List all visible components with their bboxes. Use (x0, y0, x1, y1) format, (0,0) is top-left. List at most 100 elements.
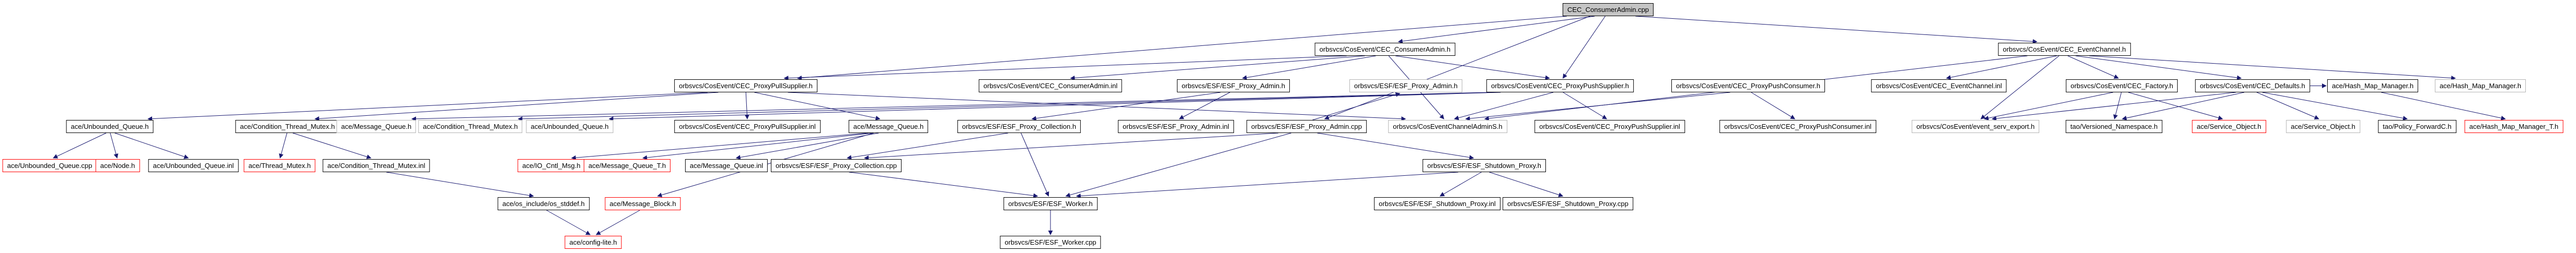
include-edge (110, 132, 119, 159)
include-node[interactable]: orbsvcs/ESF/ESF_Proxy_Collection.h (957, 120, 1081, 133)
include-node[interactable]: ace/Service_Object.h (2286, 120, 2360, 133)
include-node[interactable]: orbsvcs/CosEvent/CEC_ProxyPushSupplier.i… (1534, 120, 1685, 133)
include-node[interactable]: orbsvcs/ESF/ESF_Worker.cpp (1000, 236, 1101, 249)
include-edge (2067, 55, 2119, 79)
include-edge (2075, 55, 2242, 80)
include-node[interactable]: ace/Node.h (95, 159, 140, 172)
include-edge (1439, 172, 1482, 197)
include-edge (1991, 92, 2236, 121)
include-edge (517, 92, 1495, 122)
include-node[interactable]: ace/Unbounded_Queue.inl (148, 159, 239, 172)
include-node[interactable]: orbsvcs/CosEvent/CEC_Factory.h (2065, 79, 2178, 92)
include-edge (1946, 55, 2057, 80)
include-edge (1395, 55, 1550, 80)
include-edge (1563, 16, 1605, 79)
include-edge (1980, 55, 2060, 119)
include-edge (1751, 92, 1796, 119)
include-node[interactable]: ace/Message_Queue_T.h (583, 159, 671, 172)
include-node[interactable]: ace/Condition_Thread_Mutex.h (418, 120, 523, 133)
include-node[interactable]: orbsvcs/ESF/ESF_Shutdown_Proxy.cpp (1503, 197, 1633, 210)
include-edge (849, 172, 1038, 198)
include-node[interactable]: ace/Hash_Map_Manager.h (2327, 79, 2419, 92)
include-edge (2256, 92, 2319, 119)
include-node[interactable]: tao/Versioned_Namespace.h (2065, 120, 2163, 133)
include-edge (1076, 172, 1459, 198)
include-node[interactable]: ace/Condition_Thread_Mutex.h (235, 120, 340, 133)
include-edge (2113, 92, 2122, 119)
include-node[interactable]: ace/config-lite.h (564, 236, 622, 249)
include-edge (1397, 16, 1595, 44)
include-node[interactable]: orbsvcs/CosEventChannelAdminS.h (1388, 120, 1507, 133)
include-edge (642, 132, 873, 160)
include-edge (1983, 92, 2113, 121)
include-node[interactable]: ace/Service_Object.h (2192, 120, 2266, 133)
include-node[interactable]: tao/Policy_ForwardC.h (2378, 120, 2456, 133)
include-edge (314, 92, 719, 121)
include-node[interactable]: orbsvcs/CosEvent/CEC_Defaults.h (2195, 79, 2310, 92)
include-node[interactable]: ace/Message_Queue.h (336, 120, 417, 133)
include-edge (53, 132, 107, 159)
include-node[interactable]: ace/Unbounded_Queue.h (66, 120, 154, 133)
include-edge (1070, 55, 1365, 80)
include-node[interactable]: ace/Unbounded_Queue.cpp (2, 159, 97, 172)
include-edge (1031, 92, 1221, 121)
include-edge (1021, 132, 1049, 197)
include-edge (1312, 92, 1401, 121)
include-node[interactable]: ace/Hash_Map_Manager_T.h (2464, 120, 2563, 133)
include-edge (293, 132, 372, 159)
include-node[interactable]: orbsvcs/CosEvent/event_serv_export.h (1911, 120, 2040, 133)
include-node[interactable]: ace/Unbounded_Queue.h (526, 120, 614, 133)
include-node[interactable]: orbsvcs/CosEvent/CEC_ProxyPullSupplier.i… (674, 120, 821, 133)
include-edge (797, 16, 1567, 80)
include-node[interactable]: ace/os_include/os_stddef.h (498, 197, 590, 210)
include-edge (1179, 92, 1230, 119)
include-edge (1065, 132, 1291, 198)
include-edge (754, 92, 881, 121)
include-node[interactable]: orbsvcs/ESF/ESF_Proxy_Admin.cpp (1246, 120, 1367, 133)
include-node[interactable]: orbsvcs/CosEvent/CEC_ProxyPushSupplier.h (1486, 79, 1634, 92)
include-edge (595, 210, 640, 235)
include-edge (2262, 92, 2408, 121)
include-edge (2122, 92, 2245, 121)
include-edge (788, 92, 1406, 122)
include-edge (546, 210, 591, 235)
include-node[interactable]: orbsvcs/ESF/ESF_Proxy_Collection.cpp (771, 159, 902, 172)
include-node[interactable]: orbsvcs/CosEvent/CEC_EventChannel.inl (1871, 79, 2007, 92)
include-edge (147, 92, 708, 122)
include-edge (1324, 16, 1590, 120)
include-node[interactable]: orbsvcs/ESF/ESF_Proxy_Admin.inl (1118, 120, 1234, 133)
include-node[interactable]: orbsvcs/ESF/ESF_Proxy_Admin.h (1349, 79, 1462, 92)
include-node[interactable]: orbsvcs/ESF/ESF_Worker.h (1003, 197, 1098, 210)
include-edge (114, 132, 189, 159)
include-node[interactable]: ace/Condition_Thread_Mutex.inl (322, 159, 430, 172)
include-edge (1317, 132, 1474, 160)
include-edge (864, 132, 1279, 161)
include-node[interactable]: ace/Message_Queue.inl (685, 159, 768, 172)
include-node[interactable]: orbsvcs/CosEvent/CEC_EventChannel.h (1998, 43, 2131, 56)
include-node[interactable]: orbsvcs/ESF/ESF_Shutdown_Proxy.inl (1374, 197, 1500, 210)
include-node[interactable]: orbsvcs/CosEvent/CEC_ProxyPushConsumer.h (1671, 79, 1826, 92)
include-edge (1635, 16, 2038, 44)
include-edge (735, 132, 879, 160)
include-node[interactable]: ace/Thread_Mutex.h (244, 159, 316, 172)
include-node[interactable]: orbsvcs/CosEvent/CEC_ProxyPullSupplier.h (674, 79, 817, 92)
include-edge (571, 132, 869, 160)
include-edge (279, 132, 287, 159)
include-node[interactable]: ace/Message_Block.h (605, 197, 681, 210)
include-node[interactable]: ace/Hash_Map_Manager.h (2434, 79, 2526, 92)
include-node[interactable]: orbsvcs/CosEvent/CEC_ProxyPushConsumer.i… (1719, 120, 1876, 133)
include-node[interactable]: orbsvcs/ESF/ESF_Proxy_Admin.h (1177, 79, 1290, 92)
include-node[interactable]: orbsvcs/CosEvent/CEC_ConsumerAdmin.inl (978, 79, 1123, 92)
include-edge (1563, 92, 1608, 119)
include-edge (1465, 92, 1730, 121)
main-node[interactable]: CEC_ConsumerAdmin.cpp (1562, 3, 1654, 16)
include-node[interactable]: ace/IO_Cntl_Msg.h (517, 159, 585, 172)
include-edge (1489, 172, 1564, 197)
include-node[interactable]: orbsvcs/ESF/ESF_Shutdown_Proxy.h (1423, 159, 1546, 172)
include-edge (847, 132, 1009, 160)
include-edge (1242, 55, 1376, 80)
include-edge (2089, 55, 2456, 80)
include-edge (1454, 92, 1554, 121)
include-node[interactable]: orbsvcs/CosEvent/CEC_ConsumerAdmin.h (1314, 43, 1456, 56)
include-node[interactable]: ace/Message_Queue.h (848, 120, 929, 133)
